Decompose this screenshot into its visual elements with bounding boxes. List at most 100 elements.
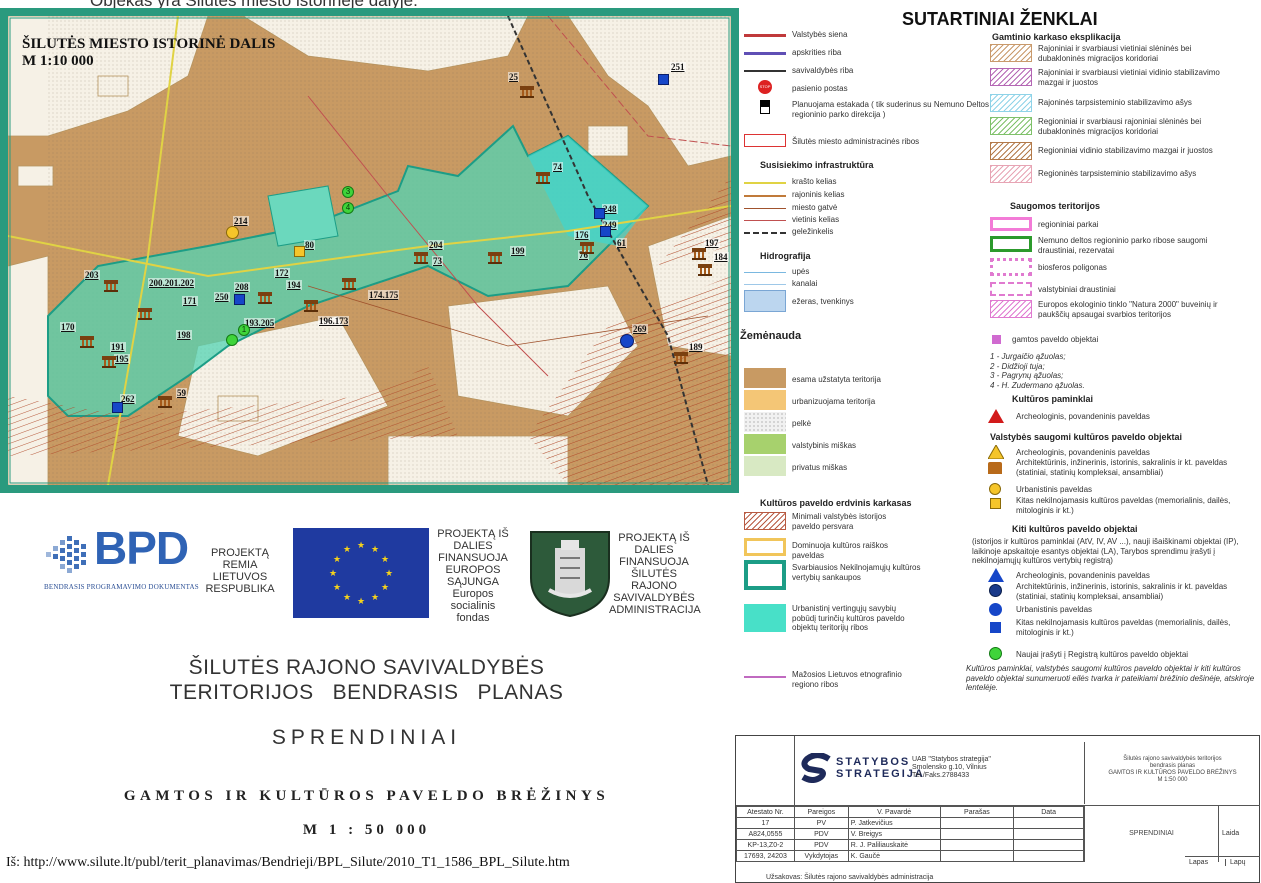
eco-swatch (990, 94, 1032, 112)
heritage-building-icon[interactable] (414, 252, 428, 264)
urbanizing-swatch (744, 390, 786, 410)
legend-item: Svarbiausios Nekilnojamųjų kultūros vert… (792, 563, 921, 582)
map-frame[interactable]: ŠILUTĖS MIESTO ISTORINĖ DALIS M 1:10 000… (0, 8, 739, 493)
map-label[interactable]: 184 (713, 252, 729, 262)
cell: A824,0555 (736, 828, 795, 840)
legend-item: Regioninės tarpsisteminio stabilizavimo … (1038, 169, 1197, 178)
map-label[interactable]: 269 (632, 324, 648, 334)
map-label[interactable]: 176 (574, 230, 590, 240)
legend-item: urbanizuojama teritorija (792, 397, 876, 406)
county-border-swatch (744, 52, 786, 55)
map-label[interactable]: 250 (214, 292, 230, 302)
legend-note: (istorijos ir kultūros paminklai (AtV, I… (972, 537, 1239, 565)
urban-heritage-square-icon[interactable] (600, 226, 611, 237)
cell: PV (793, 817, 849, 829)
state-forest-swatch (744, 434, 786, 454)
heritage-building-icon[interactable] (536, 172, 550, 184)
heritage-building-icon[interactable] (104, 280, 118, 292)
municipality-border-swatch (744, 70, 786, 72)
map-label[interactable]: 204 (428, 240, 444, 250)
text-line: ŠILUTĖS RAJONO (631, 568, 677, 592)
urban-heritage-square-icon[interactable] (658, 74, 669, 85)
map-label[interactable]: 197 (704, 238, 720, 248)
map-label[interactable]: 59 (176, 388, 187, 398)
map-label[interactable]: 198 (176, 330, 192, 340)
company-name: STATYBOS STRATEGIJA (836, 756, 925, 780)
nature-object-icon[interactable]: 3 (342, 186, 354, 198)
heritage-building-icon[interactable] (342, 278, 356, 290)
map-canvas[interactable] (8, 16, 731, 485)
heritage-swatch (744, 538, 786, 556)
header-cell: Atestato Nr. (736, 806, 795, 818)
heritage-building-icon[interactable] (488, 252, 502, 264)
heritage-building-icon[interactable] (138, 308, 152, 320)
cell: Vykdytojas (793, 850, 849, 862)
top-caption: Objekas yra Šilutės miesto istorinėje da… (90, 0, 418, 10)
map-label[interactable]: 170 (60, 322, 76, 332)
drawing-scale: M 1 : 50 000 (302, 822, 431, 838)
company-info-line: Smolensko g.10, Vilnius (912, 764, 987, 771)
text-line: PROJEKTĄ IŠ (618, 532, 690, 544)
heritage-building-icon[interactable] (102, 356, 116, 368)
nature-object-icon[interactable] (226, 334, 238, 346)
legend-item: geležinkelis (792, 227, 834, 236)
cell (939, 850, 1015, 862)
heritage-building-icon[interactable] (698, 264, 712, 276)
map-label[interactable]: 74 (552, 162, 563, 172)
urban-heritage-square-icon[interactable] (594, 208, 605, 219)
map-label[interactable]: 174.175 (368, 290, 400, 300)
map-label[interactable]: 171 (182, 296, 198, 306)
map-label[interactable]: 195 (114, 354, 130, 364)
source-link[interactable]: Iš: http://www.silute.lt/publ/terit_plan… (6, 855, 570, 870)
nature-object-icon[interactable]: 1 (238, 324, 250, 336)
legend-item: krašto kelias (792, 177, 837, 186)
heritage-building-icon[interactable] (692, 248, 706, 260)
heritage-building-icon[interactable] (80, 336, 94, 348)
urban-heritage-circle-icon[interactable] (620, 334, 634, 348)
map-label[interactable]: 262 (120, 394, 136, 404)
map-label[interactable]: 189 (688, 342, 704, 352)
map-label[interactable]: 76 (578, 250, 589, 260)
map-label[interactable]: 193.205 (244, 318, 276, 328)
map-label[interactable]: 208 (234, 282, 250, 292)
svg-text:★: ★ (357, 597, 365, 607)
legend-item: Regioniniai vidinio stabilizavimo mazgai… (1038, 146, 1213, 155)
urban-heritage-square-icon[interactable] (112, 402, 123, 413)
text-line: socialinis fondas (450, 600, 496, 624)
other-heritage-square-icon[interactable] (294, 246, 305, 257)
legend-section-heading: Kultūros paminklai (1012, 394, 1094, 404)
urban-heritage-square-icon[interactable] (234, 294, 245, 305)
map-label[interactable]: 25 (508, 72, 519, 82)
map-label[interactable]: 73 (432, 256, 443, 266)
map-label[interactable]: 214 (233, 216, 249, 226)
heritage-building-icon[interactable] (520, 86, 534, 98)
map-label[interactable]: 251 (670, 62, 686, 72)
description-line: bendrasis planas (1149, 763, 1196, 769)
heritage-building-icon[interactable] (304, 300, 318, 312)
map-label[interactable]: 80 (304, 240, 315, 250)
heritage-building-icon[interactable] (580, 242, 594, 254)
map-label[interactable]: 199 (510, 246, 526, 256)
map-label[interactable]: 61 (616, 238, 627, 248)
legend-item: Urbanistinis paveldas (1016, 605, 1093, 614)
map-label[interactable]: 196.173 (318, 316, 350, 326)
map-label[interactable]: 248 (602, 204, 618, 214)
eco-swatch (990, 142, 1032, 160)
map-label[interactable]: 200.201.202 (148, 278, 195, 288)
legend-item: savivaldybės riba (792, 66, 854, 75)
plan-title-line: ŠILUTĖS RAJONO SAVIVALDYBĖS (188, 656, 545, 679)
legend-item: Archeologinis, povandeninis paveldas (1016, 412, 1150, 421)
heritage-building-icon[interactable] (158, 396, 172, 408)
map-label[interactable]: 191 (110, 342, 126, 352)
nature-object-icon[interactable]: 4 (342, 202, 354, 214)
map-label[interactable]: 203 (84, 270, 100, 280)
map-label[interactable]: 249 (602, 220, 618, 230)
other-heritage-square-icon (990, 622, 1001, 633)
map-label[interactable]: 194 (286, 280, 302, 290)
map-label[interactable]: 172 (274, 268, 290, 278)
heritage-building-icon[interactable] (258, 292, 272, 304)
road-swatch (744, 182, 786, 184)
legend-item: Urbanistinis paveldas (1016, 485, 1093, 494)
urban-heritage-circle-icon[interactable] (226, 226, 239, 239)
heritage-building-icon[interactable] (674, 352, 688, 364)
